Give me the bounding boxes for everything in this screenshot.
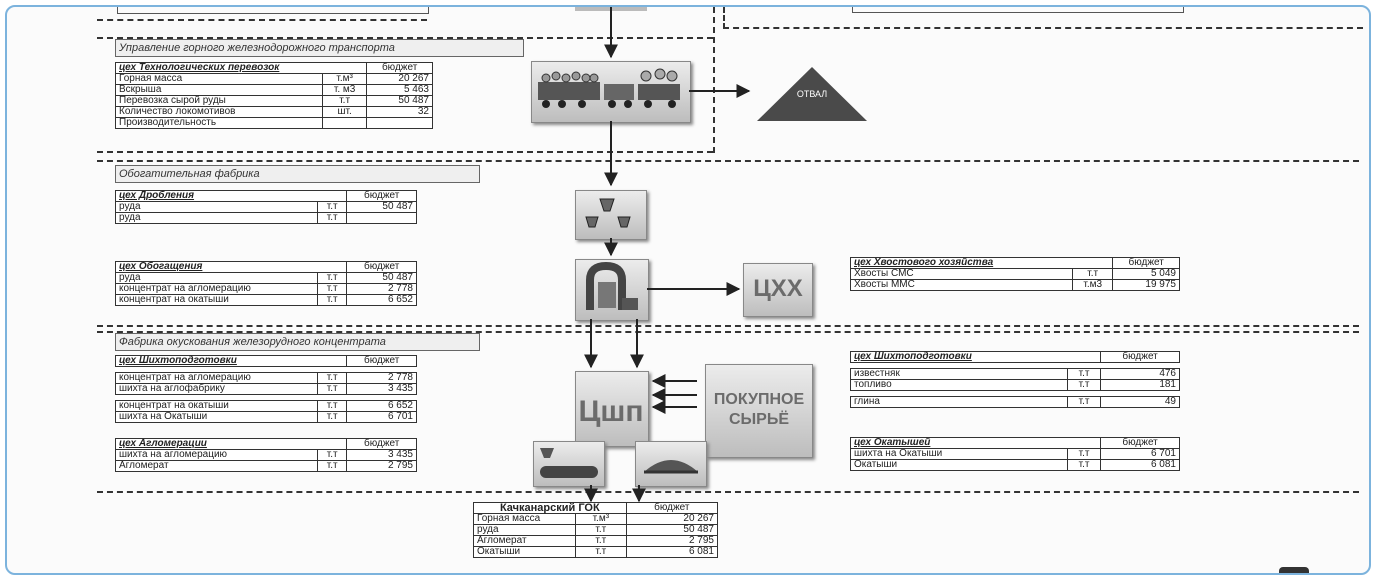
section-divider bbox=[97, 325, 1359, 333]
dump-label: ОТВАЛ bbox=[796, 89, 828, 99]
cell-value bbox=[366, 117, 433, 129]
cell-value: 19 975 bbox=[1112, 279, 1180, 291]
cell-unit bbox=[321, 117, 368, 129]
section-beneficiation: Обогатительная фабрика bbox=[115, 165, 480, 183]
cell-value: 49 bbox=[1100, 396, 1180, 408]
cell-unit: т.т bbox=[316, 201, 348, 213]
charge-prep-shop-label: Цшп bbox=[578, 395, 644, 428]
cell-unit: т.т bbox=[1066, 396, 1102, 408]
cutoff-table bbox=[852, 7, 1184, 13]
flow-arrows bbox=[584, 7, 751, 503]
purchased-raw-label: ПОКУПНОЕ СЫРЬЁ bbox=[705, 390, 813, 430]
cutoff-mark bbox=[1279, 567, 1309, 573]
cell-unit: т.т bbox=[316, 294, 348, 306]
sinter-machine-icon bbox=[533, 441, 605, 487]
cell-value bbox=[346, 212, 417, 224]
divider-line bbox=[723, 7, 725, 29]
crusher-icon-graphic bbox=[585, 198, 631, 228]
tailings-shop-box bbox=[743, 263, 813, 317]
crusher-icon bbox=[575, 190, 647, 240]
cell-unit: т.т bbox=[1066, 459, 1102, 471]
magnet-graphic bbox=[586, 261, 638, 310]
cell-unit: т.т bbox=[316, 411, 348, 423]
divider-line bbox=[723, 27, 1363, 29]
cell-name: концентрат на окатыши bbox=[115, 294, 318, 306]
purchased-line-2: СЫРЬЁ bbox=[728, 411, 790, 428]
cell-value: 6 652 bbox=[346, 294, 417, 306]
divider-line bbox=[713, 7, 715, 153]
divider-line bbox=[97, 151, 713, 153]
cell-unit: т.м3 bbox=[1071, 279, 1114, 291]
cell-name: Хвосты ММС bbox=[850, 279, 1073, 291]
pellet-graphic bbox=[644, 460, 698, 474]
section-rail-transport: Управление горного железнодорожного тран… bbox=[115, 39, 524, 57]
divider-line bbox=[97, 160, 1359, 162]
purchased-raw-box bbox=[705, 364, 813, 458]
tailings-shop-label: ЦХХ bbox=[753, 275, 803, 302]
charge-prep-shop-box bbox=[575, 371, 649, 447]
divider-line bbox=[97, 37, 713, 39]
divider-line bbox=[97, 491, 1359, 493]
sinter-graphic bbox=[540, 448, 598, 478]
cell-unit: т.т bbox=[316, 460, 348, 472]
cell-value: 6 701 bbox=[346, 411, 417, 423]
cell-name: Окатыши bbox=[473, 546, 576, 558]
cell-name: Агломерат bbox=[115, 460, 318, 472]
diagram-frame: Управление горного железнодорожного тран… bbox=[5, 5, 1371, 575]
cell-value: 6 081 bbox=[1100, 459, 1180, 471]
cutoff-table bbox=[117, 7, 429, 14]
cell-value: 2 795 bbox=[346, 460, 417, 472]
pellet-machine-icon bbox=[635, 441, 707, 487]
section-pelletizing: Фабрика окускования железорудного концен… bbox=[115, 333, 480, 351]
cell-name: шихта на Окатыши bbox=[115, 411, 318, 423]
purchased-line-1: ПОКУПНОЕ bbox=[713, 391, 805, 408]
table-row: Производительность bbox=[115, 117, 433, 129]
cell-unit: т.т bbox=[316, 212, 348, 224]
dump-icon bbox=[757, 67, 867, 121]
divider-line bbox=[97, 19, 427, 21]
train-icon-graphic bbox=[538, 68, 680, 108]
cell-value: 6 081 bbox=[625, 546, 719, 558]
